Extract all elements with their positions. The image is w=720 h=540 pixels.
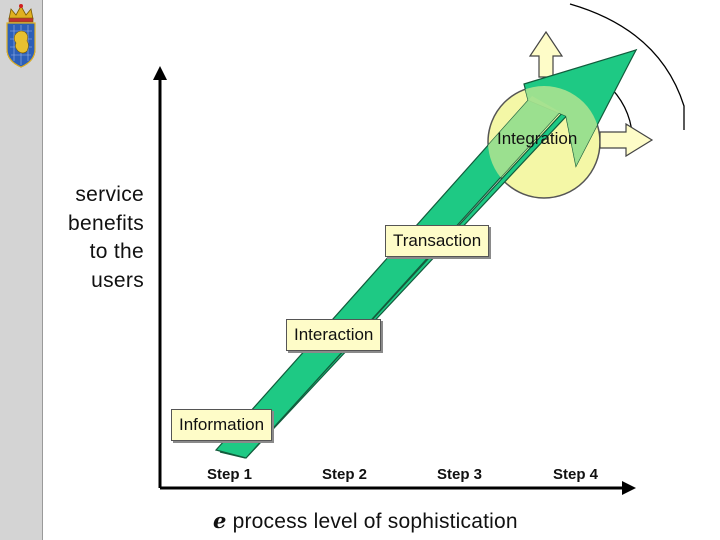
step-1-label: Step 1 [207, 466, 253, 483]
stage-integration: Integration [497, 129, 578, 148]
y-axis-label-line-4: users [91, 268, 144, 292]
x-axis-label: e process level of sophistication [213, 508, 518, 534]
y-axis-label-line-1: service [75, 183, 144, 206]
x-axis-label-text: process level of sophistication [232, 510, 518, 533]
x-axis [160, 481, 636, 495]
arc-outer [569, 3, 685, 130]
y-axis-label-line-2: benefits [68, 211, 144, 235]
stage-interaction: Interaction [286, 319, 382, 351]
left-sidebar [0, 0, 43, 540]
y-axis [153, 66, 167, 488]
e-symbol: e [213, 508, 227, 533]
progress-arrow [214, 48, 638, 459]
stage-transaction: Transaction [385, 225, 490, 257]
step-4-label: Step 4 [553, 466, 599, 483]
y-axis-label: service benefits to the users [44, 181, 144, 295]
stage-information: Information [171, 409, 273, 441]
up-arrow-icon [528, 30, 564, 78]
y-axis-label-line-3: to the [89, 240, 144, 263]
step-2-label: Step 2 [322, 466, 368, 483]
right-arrow-icon [599, 122, 654, 158]
coat-of-arms-logo [6, 4, 36, 68]
step-3-label: Step 3 [437, 466, 483, 483]
